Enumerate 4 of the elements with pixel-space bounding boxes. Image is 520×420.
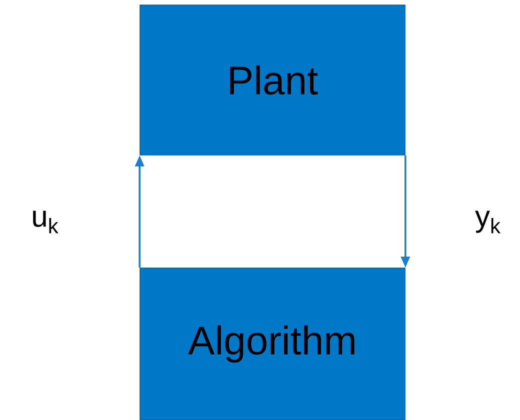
edge-label: y$_{k}$	[473, 208, 503, 236]
process-box: Algorithm	[140, 268, 406, 420]
edge-label: u$_{k}$	[29, 208, 61, 236]
process-box: Plant	[140, 4, 406, 156]
